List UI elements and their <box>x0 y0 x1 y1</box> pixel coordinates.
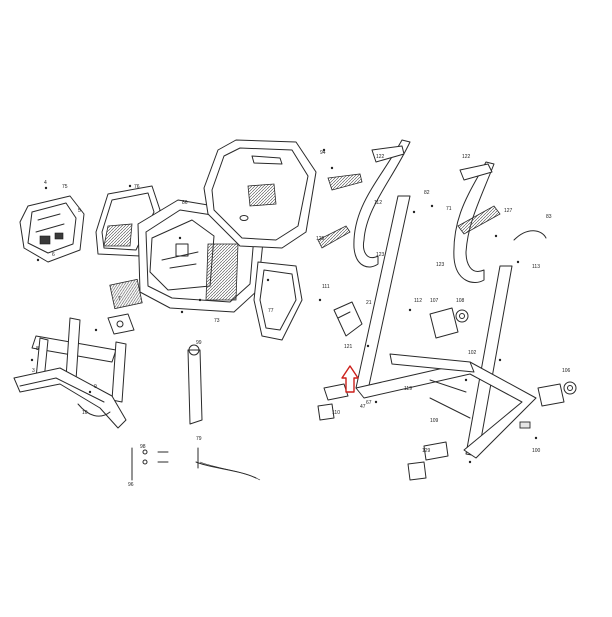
small-post-parts <box>131 447 169 481</box>
part-number-label: 73 <box>214 318 220 324</box>
part-number-label: 122 <box>376 154 385 160</box>
part-number-label: 47 <box>360 404 366 410</box>
part-number-label: 127 <box>504 208 513 214</box>
part-number-label: 76 <box>134 184 140 190</box>
part-number-label: 21 <box>366 300 372 306</box>
part-number-label: 7 <box>118 296 121 302</box>
part-number-label: 67 <box>366 400 372 406</box>
part-number-label: 96 <box>128 482 134 488</box>
handle-cable <box>513 230 547 241</box>
part-number-label: 3 <box>32 368 35 374</box>
highlight-arrow-icon <box>341 365 359 393</box>
part-number-label: 112 <box>374 200 382 206</box>
part-number-label: 111 <box>322 284 330 290</box>
grip-pad-upper-left <box>371 145 405 163</box>
part-number-label: 9 <box>94 384 97 390</box>
part-number-label: 109 <box>430 418 439 424</box>
part-number-label: 121 <box>344 344 353 350</box>
part-number-label: 8 <box>36 346 39 352</box>
part-number-label: 75 <box>62 184 68 190</box>
part-number-label: 6 <box>52 252 55 258</box>
part-number-label: 112 <box>414 298 422 304</box>
part-number-label: 108 <box>456 298 465 304</box>
hardware-dots <box>30 148 538 464</box>
right-foot-block <box>407 441 449 481</box>
grip-pad-upper-right <box>459 163 493 181</box>
left-foot-block <box>317 383 349 421</box>
speaker-grille <box>109 278 143 310</box>
part-number-label: 5 <box>78 208 81 214</box>
part-number-label: 10 <box>82 410 88 416</box>
wire-harness <box>77 403 111 417</box>
idler-assembly <box>429 307 469 339</box>
part-number-label: 86 <box>182 200 188 206</box>
part-number-label: 82 <box>424 190 430 196</box>
left-sensor-bracket <box>333 301 363 337</box>
grip-pad-left-mid <box>327 173 363 191</box>
left-handlebar <box>353 139 411 268</box>
part-number-label: 123 <box>436 262 445 268</box>
part-number-label: 123 <box>376 252 385 258</box>
part-number-label: 100 <box>532 448 541 454</box>
console-right-side <box>253 261 303 341</box>
part-number-label: 98 <box>140 444 146 450</box>
part-number-label: 83 <box>546 214 552 220</box>
part-number-label: 94 <box>320 150 326 156</box>
part-number-label: 102 <box>468 350 477 356</box>
part-number-label: 113 <box>532 264 540 270</box>
part-number-label: 71 <box>446 206 452 212</box>
part-number-label: 107 <box>430 298 439 304</box>
part-number-label: 125 <box>316 236 325 242</box>
part-number-label: 122 <box>462 154 471 160</box>
part-number-label: 119 <box>404 386 412 392</box>
grip-pad-right-mid <box>457 205 501 235</box>
part-number-label: 106 <box>562 368 571 374</box>
upright-frame <box>355 195 537 459</box>
lower-crossbar-assembly <box>13 317 127 429</box>
part-number-label: 79 <box>196 436 202 442</box>
part-number-label: 110 <box>332 410 340 416</box>
console-upper-shroud <box>203 139 317 249</box>
part-number-label: 77 <box>268 308 274 314</box>
lift-tube <box>187 344 203 425</box>
part-number-label: 99 <box>196 340 202 346</box>
small-pad <box>519 421 531 429</box>
coiled-cable <box>195 461 257 479</box>
grip-pad-left-lower <box>317 225 351 249</box>
right-idler <box>537 381 577 407</box>
part-number-label: 129 <box>422 448 431 454</box>
console-bracket <box>107 313 135 335</box>
left-side-cover <box>19 195 85 263</box>
part-number-label: 4 <box>44 180 47 186</box>
